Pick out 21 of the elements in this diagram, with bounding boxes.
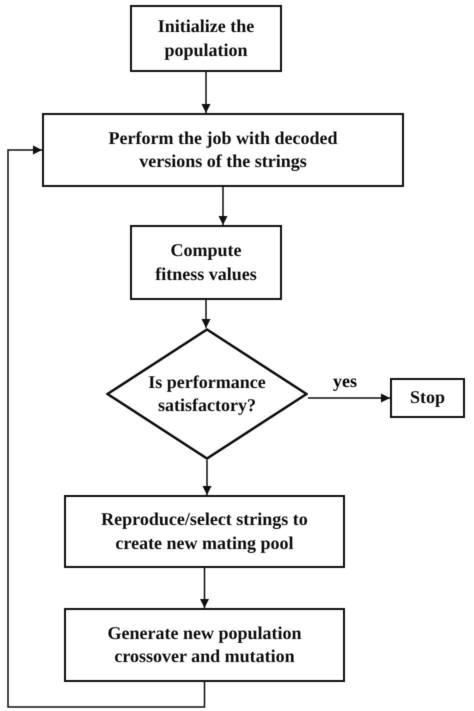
node-text: Compute fitness values [154,239,258,286]
arrow [202,72,210,113]
process-box [42,113,404,187]
process-box [130,225,282,300]
decision-diamond [106,328,308,460]
arrow [7,146,206,708]
arrow [202,300,210,328]
node-text: Stop [410,386,445,410]
arrow [218,187,228,225]
process-box [130,5,282,72]
process-box [390,378,465,418]
node-text: Generate new population crossover and mutation [106,622,302,668]
arrow [202,460,212,495]
node-text: Reproduce/select strings to create new mating pool [100,508,309,555]
process-box [64,495,345,568]
node-text: Is performance satisfactory? [147,370,267,417]
arrow [200,568,209,608]
node-text: Perform the job with decoded versions of the strings [108,126,338,173]
arrow [308,394,390,402]
process-box [64,608,345,682]
node-text: Initialize the population [156,15,256,62]
